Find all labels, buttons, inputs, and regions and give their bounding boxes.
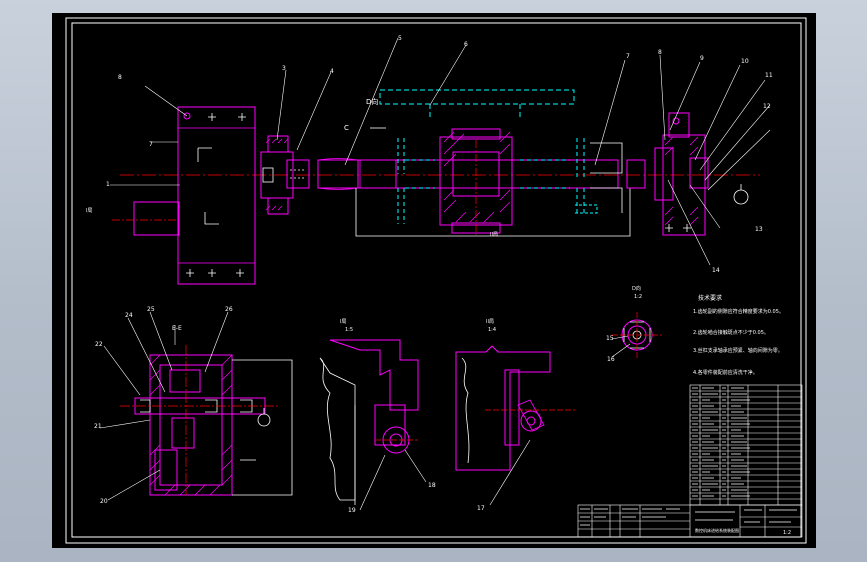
detail-ii-roller xyxy=(520,410,542,432)
worktable-outline xyxy=(379,89,575,105)
callout-6: 6 xyxy=(464,41,468,48)
callout-4: 4 xyxy=(330,68,334,75)
sheet-inner-frame xyxy=(71,22,802,538)
label-d-detail-scale: 1:2 xyxy=(634,294,642,300)
callout-3: 3 xyxy=(282,65,286,72)
tech-req-item-2: 2.齿轮啮合接触斑点不少于0.05。 xyxy=(693,329,769,336)
callout-21: 21 xyxy=(94,423,102,430)
technical-requirements: 技术要求 1.齿轮副的侧隙应符合精度要求为0.05。 2.齿轮啮合接触斑点不少于… xyxy=(693,294,784,376)
callout-26: 26 xyxy=(225,306,233,313)
callout-7: 7 xyxy=(149,141,153,148)
label-ii-view: II局 xyxy=(490,232,498,238)
callout-15: 15 xyxy=(606,335,614,342)
parts-list-table xyxy=(689,384,803,506)
callout-9: 9 xyxy=(700,55,704,62)
section-view-e-e: 24 25 26 22 21 20 E-E xyxy=(94,306,293,505)
tech-req-title: 技术要求 xyxy=(698,294,722,302)
callout-5: 5 xyxy=(398,35,402,42)
sheet-outer-frame xyxy=(65,17,807,544)
callout-18: 18 xyxy=(428,482,436,489)
callout-10: 10 xyxy=(741,58,749,65)
callout-20: 20 xyxy=(100,498,108,505)
callout-12: 12 xyxy=(763,103,771,110)
detail-view-ii: II局 1:4 17 xyxy=(455,319,575,512)
label-d-detail: D向 xyxy=(632,285,641,292)
tech-req-item-1: 1.齿轮副的侧隙应符合精度要求为0.05。 xyxy=(693,308,784,315)
tech-req-item-3: 3.丝杠支承轴承应预紧、轴向间隙为零。 xyxy=(693,347,783,354)
label-c-left: C xyxy=(344,124,349,132)
motor-housing xyxy=(177,106,256,285)
bearing-housing-right xyxy=(662,134,706,236)
ballscrew-shaft xyxy=(317,159,619,189)
detail-view-d: D向 1:2 15 16 xyxy=(606,285,662,363)
callout-25: 25 xyxy=(147,306,155,313)
callout-14: 14 xyxy=(712,267,720,274)
parts-list-entries xyxy=(692,387,750,497)
label-detail-ii: II局 xyxy=(486,319,494,325)
label-detail-ii-scale: 1:4 xyxy=(488,327,496,333)
label-i-view: I局 xyxy=(86,208,92,214)
callout-8b: 8 xyxy=(658,49,662,56)
label-d-view: D向 xyxy=(366,97,378,106)
callout-8: 8 xyxy=(118,74,122,81)
callout-7b: 7 xyxy=(626,53,630,60)
label-detail-i-scale: 1:5 xyxy=(345,327,353,333)
title-block-scale: 1:2 xyxy=(783,530,791,536)
callout-11: 11 xyxy=(765,72,773,79)
detail-view-i: I局 1:5 19 18 xyxy=(319,319,436,514)
callout-17: 17 xyxy=(477,505,485,512)
title-block xyxy=(577,504,803,538)
callout-22: 22 xyxy=(95,341,103,348)
motor-flange xyxy=(133,201,180,236)
label-e-view: E-E xyxy=(172,325,182,332)
callout-24: 24 xyxy=(125,312,133,319)
callout-19: 19 xyxy=(348,507,356,514)
drawing-sheet xyxy=(52,13,816,548)
callout-16: 16 xyxy=(607,356,615,363)
title-block-name: 数控机床进给系统装配图 xyxy=(695,527,739,533)
label-detail-i: I局 xyxy=(340,319,346,325)
tech-req-item-4: 4.各零件装配前应清洗干净。 xyxy=(693,369,758,376)
main-assembly-view: D向 C I局 II局 8 7 1 3 4 5 6 7 8 9 10 11 12… xyxy=(86,35,773,285)
callout-13: 13 xyxy=(755,226,763,233)
callout-1: 1 xyxy=(106,181,110,188)
